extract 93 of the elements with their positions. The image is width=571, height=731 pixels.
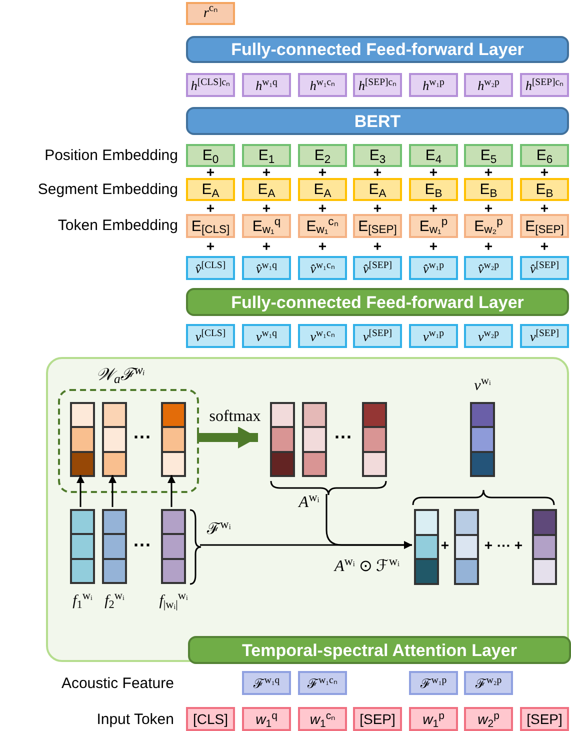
row-label: Position Embedding	[44, 146, 178, 166]
embedding-box: E$_{A}$	[353, 178, 402, 201]
hidden-state-box: h$^{w₁p}$	[409, 73, 458, 97]
hidden-state-box: h$^{[SEP]cₙ}$	[520, 73, 569, 97]
token-box: [SEP]	[520, 707, 569, 731]
vector-box: v$^{[CLS]}$	[186, 324, 235, 348]
plus-sign: +	[372, 202, 383, 214]
vector-box: v$^{w₂p}$	[464, 324, 513, 348]
plus-sign: +	[205, 202, 216, 214]
plus-sign: +	[483, 202, 494, 214]
vector-box: v$^{[SEP]}$	[520, 324, 569, 348]
vector-box: v̂$^{w₁cₙ}$	[298, 256, 347, 280]
row-label: Input Token	[96, 710, 174, 730]
math-label: ℱ$^{wᵢ}$	[206, 518, 232, 540]
hidden-state-box: h$^{[SEP]cₙ}$	[353, 73, 402, 97]
embedding-box: E$_{A}$	[298, 178, 347, 201]
brace	[270, 480, 387, 496]
embedding-box: E$_{[SEP]}$	[353, 214, 402, 238]
plus-sign: +	[440, 537, 450, 553]
embedding-box: E$_{5}$	[464, 144, 513, 167]
embedding-box: E$_{3}$	[353, 144, 402, 167]
vector-box: v$^{w₁q}$	[242, 324, 291, 348]
plus-sign: +	[539, 166, 550, 178]
embedding-box: E$_{4}$	[409, 144, 458, 167]
plus-sign: +	[483, 166, 494, 178]
embedding-box: E$_{[CLS]}$	[186, 214, 235, 238]
hidden-state-box: h$^{w₂p}$	[464, 73, 513, 97]
vector-label: v$^{wᵢ}$	[474, 379, 491, 394]
output-box: r$^{cₙ}$	[186, 2, 235, 25]
embedding-box: E$_{2}$	[298, 144, 347, 167]
ellipsis: ⋯	[132, 536, 152, 554]
vector-box: v$^{w₁p}$	[409, 324, 458, 348]
embedding-box: E$_{B}$	[464, 178, 513, 201]
vector-box: v̂$^{w₁q}$	[242, 256, 291, 280]
layer-bar: Fully-connected Feed-forward Layer	[186, 36, 569, 63]
embedding-box: E$_{6}$	[520, 144, 569, 167]
plus-sign: +	[205, 166, 216, 178]
token-box: [CLS]	[186, 707, 235, 731]
arrow	[108, 475, 116, 507]
plus-sign: +	[428, 240, 439, 252]
plus-sign: +	[317, 202, 328, 214]
vector-box: v̂$^{[CLS]}$	[186, 256, 235, 280]
plus-sign: +	[539, 202, 550, 214]
plus-sign: +	[372, 240, 383, 252]
vector-box: v̂$^{w₁p}$	[409, 256, 458, 280]
ellipsis: ⋯	[132, 428, 152, 446]
arrow	[168, 475, 176, 507]
plus-sign: + ⋯ +	[483, 537, 524, 553]
plus-sign: +	[261, 240, 272, 252]
vector-box: v̂$^{[SEP]}$	[353, 256, 402, 280]
hidden-state-box: h$^{[CLS]cₙ}$	[186, 73, 235, 97]
plus-sign: +	[428, 166, 439, 178]
layer-bar: Fully-connected Feed-forward Layer	[186, 288, 569, 316]
plus-sign: +	[428, 202, 439, 214]
embedding-box: E$_{A}$	[186, 178, 235, 201]
embedding-box: E$_{0}$	[186, 144, 235, 167]
row-label: Token Embedding	[56, 216, 178, 236]
ellipsis: ⋯	[333, 428, 353, 446]
math-label: A$^{wᵢ}$	[297, 492, 320, 513]
embedding-box: E$_{B}$	[409, 178, 458, 201]
row-label: Segment Embedding	[36, 180, 178, 200]
thick-arrow	[197, 426, 258, 448]
plus-sign: +	[483, 240, 494, 252]
feature-box: ℱ$^{w₁q}$	[242, 671, 291, 695]
arrow	[326, 494, 412, 549]
plus-sign: +	[261, 202, 272, 214]
hidden-state-box: h$^{w₁cₙ}$	[298, 73, 347, 97]
feature-box: ℱ$^{w₂p}$	[464, 671, 513, 695]
feature-box: ℱ$^{w₁p}$	[409, 671, 458, 695]
embedding-box: E$_{A}$	[242, 178, 291, 201]
row-label: Acoustic Feature	[60, 674, 174, 694]
vector-box: v̂$^{[SEP]}$	[520, 256, 569, 280]
layer-bar: Temporal-spectral Attention Layer	[188, 636, 571, 664]
matrix-label: 𝒲$_{a}$ℱ$^{wᵢ}$	[96, 362, 145, 388]
hidden-state-box: h$^{w₁q}$	[242, 73, 291, 97]
plus-sign: +	[317, 240, 328, 252]
token-box: [SEP]	[353, 707, 402, 731]
plus-sign: +	[372, 166, 383, 178]
brace	[189, 509, 202, 585]
embedding-box: E$_{[SEP]}$	[520, 214, 569, 238]
embedding-box: E$_{B}$	[520, 178, 569, 201]
vector-box: v̂$^{w₂p}$	[464, 256, 513, 280]
arrow	[76, 475, 84, 507]
plus-sign: +	[317, 166, 328, 178]
attention-panel	[46, 357, 569, 662]
embedding-box: E$_{1}$	[242, 144, 291, 167]
layer-bar: BERT	[186, 107, 569, 135]
plus-sign: +	[539, 240, 550, 252]
plus-sign: +	[205, 240, 216, 252]
plus-sign: +	[261, 166, 272, 178]
vector-box: v$^{[SEP]}$	[353, 324, 402, 348]
feature-box: ℱ$^{w₁cₙ}$	[298, 671, 347, 695]
vector-box: v$^{w₁cₙ}$	[298, 324, 347, 348]
